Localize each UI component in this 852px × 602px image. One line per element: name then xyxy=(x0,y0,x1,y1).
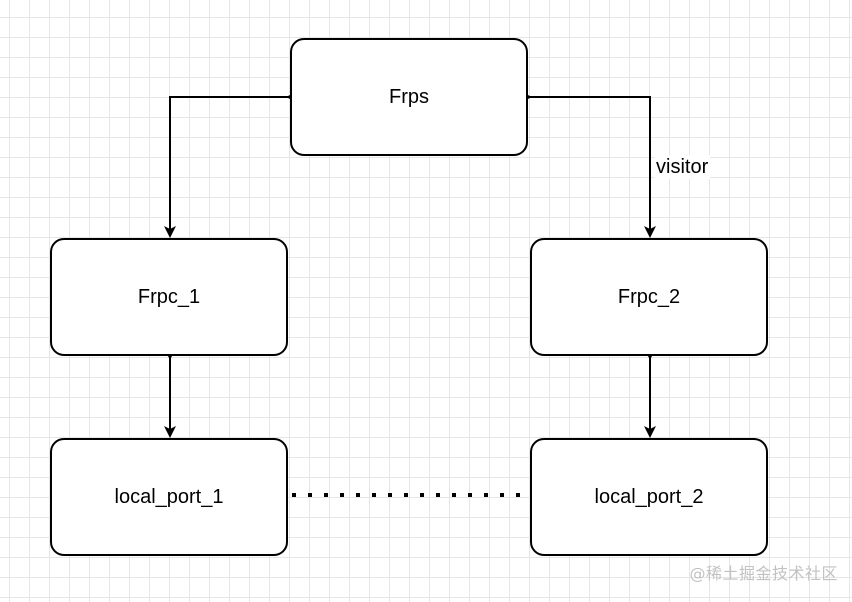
node-frps[interactable]: Frps xyxy=(290,38,528,156)
node-local-port-2[interactable]: local_port_2 xyxy=(530,438,768,556)
watermark-text: @稀土掘金技术社区 xyxy=(689,564,838,583)
node-local-port-1-label: local_port_1 xyxy=(114,485,224,508)
edge-frps-frpc2 xyxy=(520,91,656,238)
node-frps-label: Frps xyxy=(389,85,429,108)
edge-label-visitor: visitor xyxy=(654,155,711,179)
edge-frps-frpc1 xyxy=(164,91,298,238)
node-frpc-2-label: Frpc_2 xyxy=(617,285,681,308)
node-local-port-1[interactable]: local_port_1 xyxy=(50,438,288,556)
node-local-port-2-label: local_port_2 xyxy=(594,485,704,508)
node-frpc-1[interactable]: Frpc_1 xyxy=(50,238,288,356)
node-frpc-1-label: Frpc_1 xyxy=(137,285,201,308)
node-frpc-2[interactable]: Frpc_2 xyxy=(530,238,768,356)
